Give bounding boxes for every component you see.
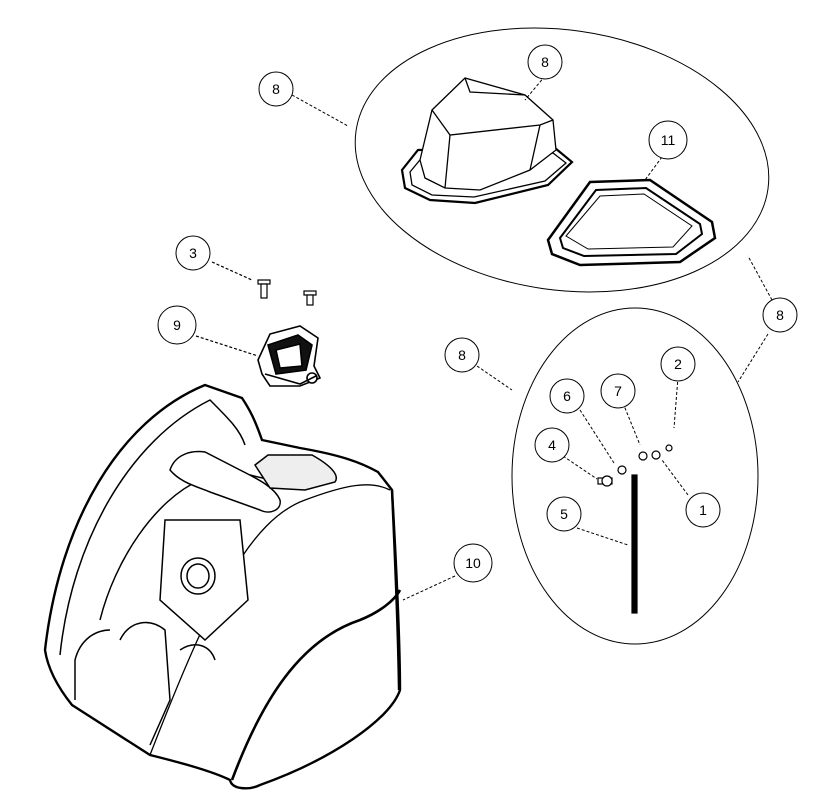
callout-8-right: 8: [762, 297, 798, 333]
callout-label: 1: [699, 502, 707, 518]
leader-line: [576, 527, 629, 546]
nut-part: [617, 465, 627, 475]
screw-part: [257, 279, 271, 299]
bracket-group: [195, 261, 322, 387]
leader-line: [211, 261, 253, 281]
callout-label: 11: [661, 132, 676, 148]
hardware-parts: [597, 444, 673, 614]
bolt-head: [601, 475, 613, 487]
leader-line: [737, 333, 769, 383]
callout-label: 7: [614, 383, 622, 399]
leader-line: [524, 75, 546, 101]
callout-8-mid: 8: [444, 337, 480, 373]
callout-11: 11: [648, 120, 688, 160]
callout-4: 4: [534, 427, 570, 463]
callout-3: 3: [175, 235, 211, 271]
leader-line: [291, 94, 349, 127]
callout-2: 2: [660, 346, 696, 382]
leader-line: [747, 255, 773, 301]
callout-10: 10: [453, 543, 493, 583]
callout-8-upper-left: 8: [258, 71, 294, 107]
callout-label: 8: [776, 307, 784, 323]
leader-line: [579, 409, 615, 464]
fastener-part: [665, 444, 673, 452]
callout-label: 10: [465, 555, 481, 571]
gasket-part: [546, 178, 717, 267]
small-nut-part: [651, 450, 661, 460]
leader-line: [402, 575, 456, 601]
callout-9: 9: [157, 305, 197, 345]
upper-detail-group: [291, 27, 770, 293]
callout-label: 4: [548, 437, 556, 453]
callout-7: 7: [600, 373, 636, 409]
screw-part: [303, 290, 317, 306]
callout-label: 3: [189, 245, 197, 261]
callout-1: 1: [685, 492, 721, 528]
callout-6: 6: [549, 378, 585, 414]
callout-label: 8: [541, 54, 549, 70]
lower-detail-group: [476, 255, 773, 645]
leader-line: [644, 156, 663, 181]
callout-label: 2: [674, 356, 682, 372]
upper-detail-ellipse: [354, 27, 770, 293]
cover-part: [400, 77, 574, 205]
leader-line: [622, 402, 641, 446]
washer-part: [638, 451, 648, 461]
callout-label: 9: [173, 317, 181, 333]
housing-part: [43, 383, 456, 790]
callout-label: 8: [272, 81, 280, 97]
callout-label: 8: [458, 347, 466, 363]
callout-5: 5: [546, 496, 582, 532]
rod-part: [631, 474, 638, 614]
lower-detail-ellipse: [511, 307, 759, 645]
leader-line: [476, 365, 513, 391]
leader-line: [195, 335, 259, 357]
leader-line: [562, 455, 598, 480]
callout-label: 5: [560, 506, 568, 522]
callout-8-top: 8: [527, 44, 563, 80]
bracket-part: [257, 325, 322, 387]
leader-line: [673, 376, 679, 429]
callout-label: 6: [563, 388, 571, 404]
leader-line: [661, 459, 689, 496]
